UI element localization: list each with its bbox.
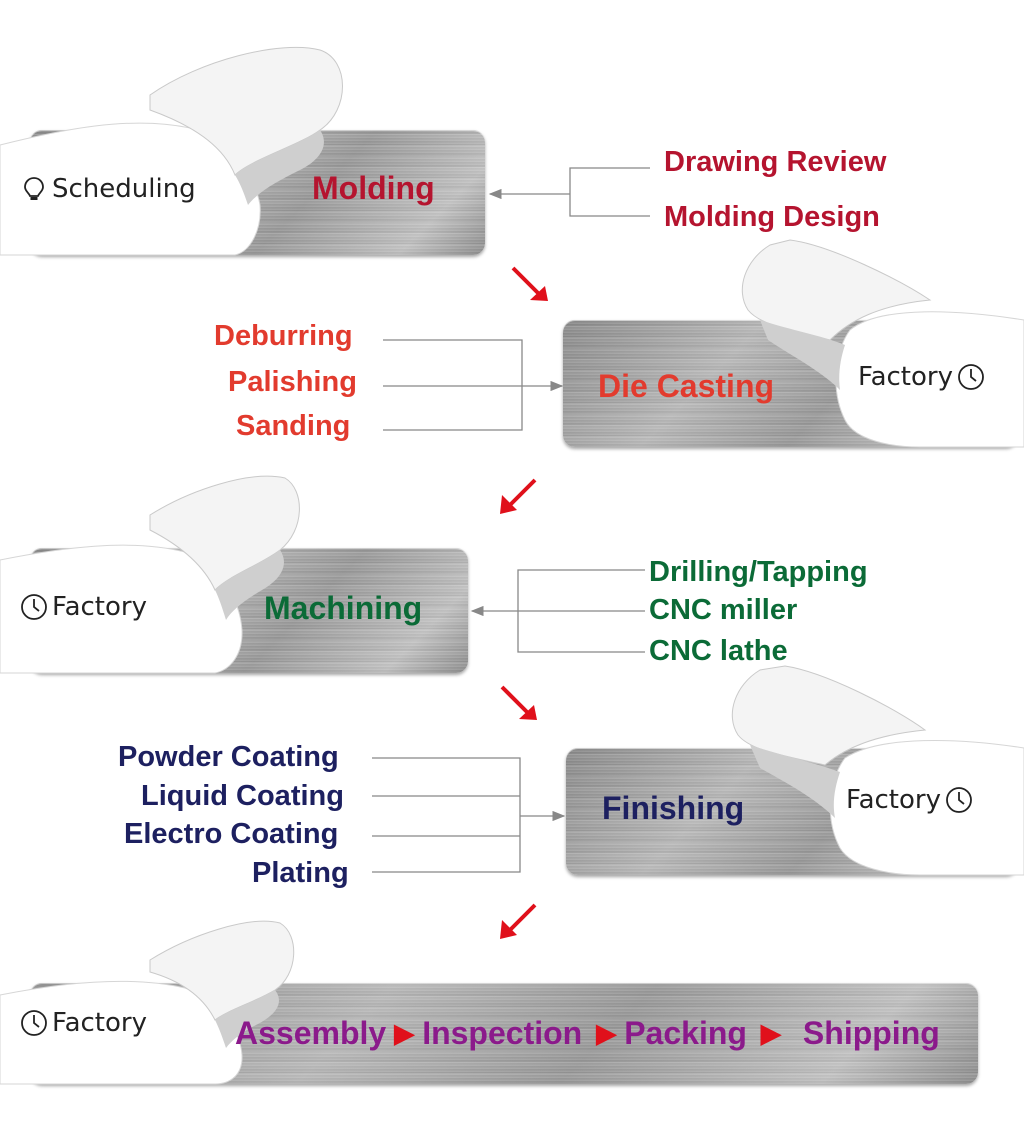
play-arrow-icon: ▶ (760, 1018, 781, 1048)
machining-input-3: CNC lathe (649, 635, 788, 667)
flow-arrow-4 (500, 903, 537, 939)
step-assembly: Assembly (235, 1015, 387, 1051)
die-casting-title: Die Casting (598, 368, 775, 404)
finishing-connector (372, 757, 566, 873)
machining-input-1: Drilling/Tapping (649, 556, 868, 588)
play-arrow-icon: ▶ (596, 1018, 617, 1048)
final-steps-row: Assembly ▶ Inspection ▶ Packing ▶ Shippi… (235, 1015, 940, 1052)
clock-icon (21, 594, 47, 620)
machining-input-2: CNC miller (649, 594, 798, 626)
machining-curl-text: Factory (52, 592, 147, 622)
finishing-title: Finishing (602, 790, 745, 826)
molding-input-2: Molding Design (664, 201, 880, 233)
clock-icon (958, 364, 984, 390)
finishing-input-2: Liquid Coating (141, 780, 344, 812)
die-casting-input-3: Sanding (236, 410, 351, 442)
die-casting-input-2: Palishing (228, 366, 357, 398)
finishing-input-4: Plating (252, 857, 349, 889)
finishing-curl-label: Factory (846, 785, 973, 815)
flow-arrow-1 (511, 266, 548, 301)
finishing-input-1: Powder Coating (118, 741, 339, 773)
molding-input-1: Drawing Review (664, 146, 887, 178)
molding-title: Molding (312, 170, 435, 206)
final-curl-label: Factory (20, 1008, 147, 1038)
clock-icon (21, 1010, 47, 1036)
die-casting-curl-text: Factory (858, 362, 953, 392)
step-packing: Packing (624, 1015, 747, 1051)
die-casting-connector (383, 339, 564, 431)
machining-title: Machining (264, 590, 423, 626)
molding-curl-text: Scheduling (52, 174, 196, 204)
die-casting-input-1: Deburring (214, 320, 353, 352)
flow-arrow-3 (500, 685, 537, 720)
molding-connector (488, 167, 650, 217)
machining-connector (470, 569, 645, 653)
play-arrow-icon: ▶ (394, 1018, 415, 1048)
clock-icon (946, 787, 972, 813)
finishing-curl-text: Factory (846, 785, 941, 815)
molding-curl-label: Scheduling (20, 174, 196, 204)
step-inspection: Inspection (422, 1015, 583, 1051)
machining-curl-label: Factory (20, 592, 147, 622)
flow-arrow-2 (500, 478, 537, 514)
finishing-input-3: Electro Coating (124, 818, 339, 850)
lightbulb-icon (24, 177, 44, 200)
final-curl-text: Factory (52, 1008, 147, 1038)
die-casting-curl-label: Factory (858, 362, 985, 392)
step-shipping: Shipping (802, 1015, 940, 1051)
